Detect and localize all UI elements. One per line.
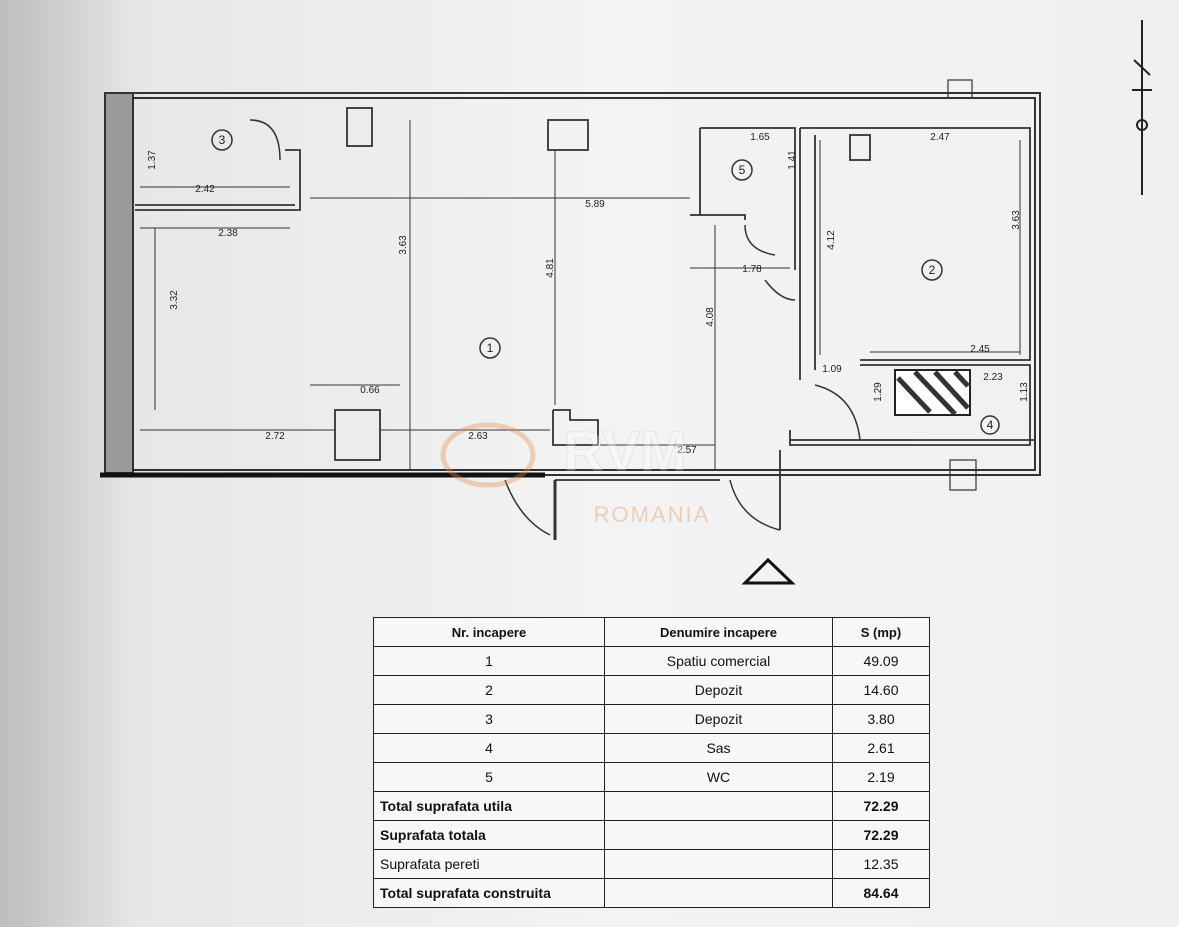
header-name: Denumire incapere xyxy=(604,617,833,647)
svg-text:2.57: 2.57 xyxy=(677,445,697,456)
total-label: Total suprafata construita xyxy=(373,878,605,908)
total-spacer xyxy=(604,791,833,821)
north-arrow-icon xyxy=(1132,20,1152,195)
svg-text:4.08: 4.08 xyxy=(705,307,716,327)
door-swings xyxy=(249,119,861,536)
table-row: 1 Spatiu comercial 49.09 xyxy=(373,646,930,676)
interior-walls xyxy=(135,107,1035,540)
entrance-arrow-icon xyxy=(741,557,796,585)
room-label: 5 xyxy=(731,159,753,181)
svg-text:5.89: 5.89 xyxy=(585,199,605,210)
dimension-labels: 1.37 2.42 2.38 3.32 3.63 4.81 5.89 4.08 … xyxy=(147,132,1030,456)
total-value: 12.35 xyxy=(832,849,930,879)
room-number: 1 xyxy=(373,646,605,676)
svg-text:5: 5 xyxy=(739,163,746,177)
svg-text:4.81: 4.81 xyxy=(545,258,556,278)
hatched-duct xyxy=(894,369,971,416)
svg-text:2: 2 xyxy=(929,263,936,277)
svg-text:4: 4 xyxy=(987,418,994,432)
room-label: 2 xyxy=(921,259,943,281)
window-symbols xyxy=(947,79,977,491)
total-value: 72.29 xyxy=(832,820,930,850)
floor-plan: 3 1 2 4 5 1.37 2.42 2.38 3.32 3.63 4.81 … xyxy=(100,20,1152,585)
room-name: Sas xyxy=(604,733,833,763)
room-name: Spatiu comercial xyxy=(604,646,833,676)
header-area: S (mp) xyxy=(832,617,930,647)
total-spacer xyxy=(604,878,833,908)
room-labels: 3 1 2 4 5 xyxy=(211,129,1000,435)
svg-text:RVM: RVM xyxy=(563,419,686,482)
svg-text:2.23: 2.23 xyxy=(983,372,1003,383)
svg-text:0.66: 0.66 xyxy=(360,385,380,396)
svg-text:2.72: 2.72 xyxy=(265,431,285,442)
room-area: 14.60 xyxy=(832,675,930,705)
room-area: 2.61 xyxy=(832,733,930,763)
room-number: 3 xyxy=(373,704,605,734)
room-area: 49.09 xyxy=(832,646,930,676)
svg-text:2.45: 2.45 xyxy=(970,344,990,355)
total-row: Total suprafata construita 84.64 xyxy=(373,878,930,908)
table-row: 3 Depozit 3.80 xyxy=(373,704,930,734)
svg-text:2.47: 2.47 xyxy=(930,132,950,143)
room-area: 2.19 xyxy=(832,762,930,792)
room-number: 5 xyxy=(373,762,605,792)
svg-text:1.41: 1.41 xyxy=(787,150,798,170)
svg-text:2.42: 2.42 xyxy=(195,184,215,195)
room-area: 3.80 xyxy=(832,704,930,734)
room-legend-table: Nr. incapere Denumire incapere S (mp) 1 … xyxy=(373,617,930,908)
svg-text:1.09: 1.09 xyxy=(822,364,842,375)
room-name: WC xyxy=(604,762,833,792)
dimension-lines xyxy=(140,120,1021,470)
room-number: 4 xyxy=(373,733,605,763)
room-label: 4 xyxy=(980,415,1000,435)
svg-text:4.12: 4.12 xyxy=(826,230,837,250)
svg-text:3.32: 3.32 xyxy=(169,290,180,310)
total-spacer xyxy=(604,820,833,850)
room-name: Depozit xyxy=(604,704,833,734)
table-row: 5 WC 2.19 xyxy=(373,762,930,792)
total-row: Suprafata pereti 12.35 xyxy=(373,849,930,879)
total-spacer xyxy=(604,849,833,879)
room-label: 3 xyxy=(211,129,233,151)
outer-walls xyxy=(100,92,1041,478)
total-value: 84.64 xyxy=(832,878,930,908)
svg-text:1.29: 1.29 xyxy=(873,382,884,402)
watermark-logo: RVM ROMANIA xyxy=(440,419,711,527)
table-row: 4 Sas 2.61 xyxy=(373,733,930,763)
table-header-row: Nr. incapere Denumire incapere S (mp) xyxy=(373,617,930,647)
svg-text:3.63: 3.63 xyxy=(398,235,409,255)
svg-text:3: 3 xyxy=(219,133,226,147)
header-nr: Nr. incapere xyxy=(373,617,605,647)
room-name: Depozit xyxy=(604,675,833,705)
svg-text:2.63: 2.63 xyxy=(468,431,488,442)
total-label: Suprafata totala xyxy=(373,820,605,850)
total-label: Total suprafata utila xyxy=(373,791,605,821)
svg-text:1.65: 1.65 xyxy=(750,132,770,143)
total-value: 72.29 xyxy=(832,791,930,821)
svg-text:1.37: 1.37 xyxy=(147,150,158,170)
svg-text:ROMANIA: ROMANIA xyxy=(594,502,711,527)
svg-text:1: 1 xyxy=(487,341,494,355)
total-row: Suprafata totala 72.29 xyxy=(373,820,930,850)
svg-text:2.38: 2.38 xyxy=(218,228,238,239)
svg-text:1.78: 1.78 xyxy=(742,264,762,275)
table-row: 2 Depozit 14.60 xyxy=(373,675,930,705)
total-label: Suprafata pereti xyxy=(373,849,605,879)
room-number: 2 xyxy=(373,675,605,705)
room-label: 1 xyxy=(479,337,501,359)
total-row: Total suprafata utila 72.29 xyxy=(373,791,930,821)
svg-text:3.63: 3.63 xyxy=(1011,210,1022,230)
svg-text:1.13: 1.13 xyxy=(1019,382,1030,402)
